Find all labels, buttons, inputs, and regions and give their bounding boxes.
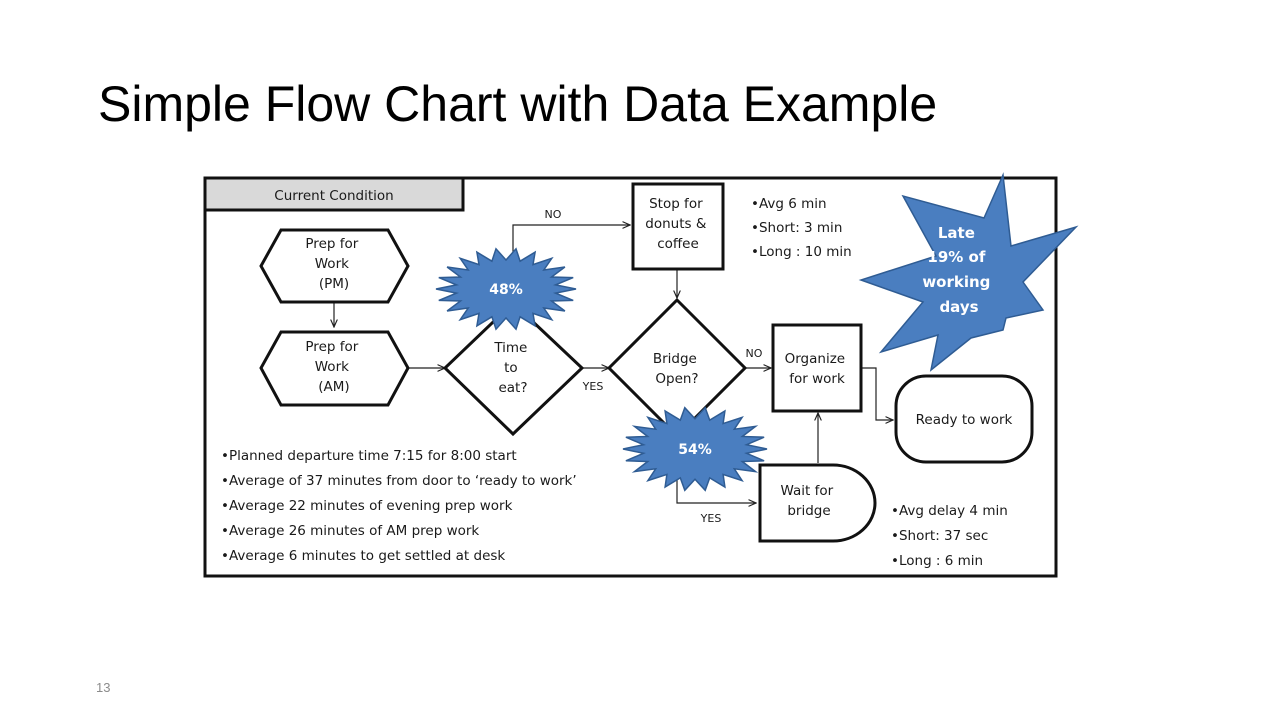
bridge-yes-label: YES xyxy=(700,512,722,525)
svg-text:•Avg delay 4 min: •Avg delay 4 min xyxy=(891,503,1008,519)
flow-diagram: Current Condition NO YES NO YES Prep for… xyxy=(203,172,1079,578)
current-condition-label: Current Condition xyxy=(274,188,393,204)
late-burst-shape xyxy=(858,172,1079,372)
bridge-percent-label: 54% xyxy=(678,442,712,458)
svg-text:Time to eat?: Time to eat? xyxy=(493,340,531,396)
ready-to-work-node: Ready to work xyxy=(894,374,1034,464)
svg-text:Stop for donuts &: Stop for donuts & coffee xyxy=(645,196,710,252)
svg-text:•Short: 3 min: •Short: 3 min xyxy=(751,220,842,236)
eat-no-label: NO xyxy=(545,208,562,221)
donut-stats: •Avg 6 min •Short: 3 min •Long : 10 min xyxy=(751,196,852,260)
svg-text:•Avg 6 min: •Avg 6 min xyxy=(751,196,827,212)
note-item: •Average 22 minutes of evening prep work xyxy=(221,498,513,514)
current-condition-tab: Current Condition xyxy=(203,176,465,212)
organize-node: Organize for work xyxy=(771,323,863,413)
eat-percent-burst-shape xyxy=(435,247,577,331)
note-item: •Average 6 minutes to get settled at des… xyxy=(221,548,505,564)
bridge-stats: •Avg delay 4 min •Short: 37 sec •Long : … xyxy=(891,503,1008,569)
svg-text:•Short: 37 sec: •Short: 37 sec xyxy=(891,528,988,544)
svg-text:Organize for work: Organize for work xyxy=(785,351,850,387)
slide-title: Simple Flow Chart with Data Example xyxy=(98,76,938,132)
wait-bridge-node: Wait for bridge xyxy=(758,463,877,543)
prep-am-node: Prep for Work (AM) xyxy=(259,330,410,407)
eat-yes-label: YES xyxy=(582,380,604,393)
svg-text:•Long : 6 min: •Long : 6 min xyxy=(891,553,983,569)
page-number: 13 xyxy=(96,680,111,695)
svg-text:Prep for Work (PM): Prep for Work (PM) xyxy=(305,236,362,292)
stop-donuts-node: Stop for donuts & coffee xyxy=(631,182,725,271)
svg-text:Bridge Open?: Bridge Open? xyxy=(653,351,701,387)
svg-text:Prep for Work (AM): Prep for Work (AM) xyxy=(305,339,362,395)
note-item: •Average 26 minutes of AM prep work xyxy=(221,523,479,539)
bridge-no-label: NO xyxy=(746,347,763,360)
svg-text:Ready to work: Ready to work xyxy=(916,412,1013,428)
late-burst: Late 19% of working days xyxy=(858,172,1079,372)
svg-text:•Long : 10 min: •Long : 10 min xyxy=(751,244,852,260)
eat-percent-burst: 48% xyxy=(435,247,577,331)
eat-percent-label: 48% xyxy=(489,282,523,298)
notes-list: •Planned departure time 7:15 for 8:00 st… xyxy=(221,448,577,564)
svg-text:Late 19% of workin: Late 19% of working days xyxy=(922,224,995,316)
prep-pm-node: Prep for Work (PM) xyxy=(259,228,410,304)
svg-text:Wait for bridge: Wait for bridge xyxy=(781,483,838,519)
bridge-open-decision: Bridge Open? xyxy=(606,297,748,439)
time-to-eat-decision: Time to eat? xyxy=(442,300,585,437)
bridge-percent-burst: 54% xyxy=(622,406,768,492)
bridge-percent-burst-shape xyxy=(622,406,768,492)
note-item: •Planned departure time 7:15 for 8:00 st… xyxy=(221,448,517,464)
note-item: •Average of 37 minutes from door to ‘rea… xyxy=(221,473,577,489)
